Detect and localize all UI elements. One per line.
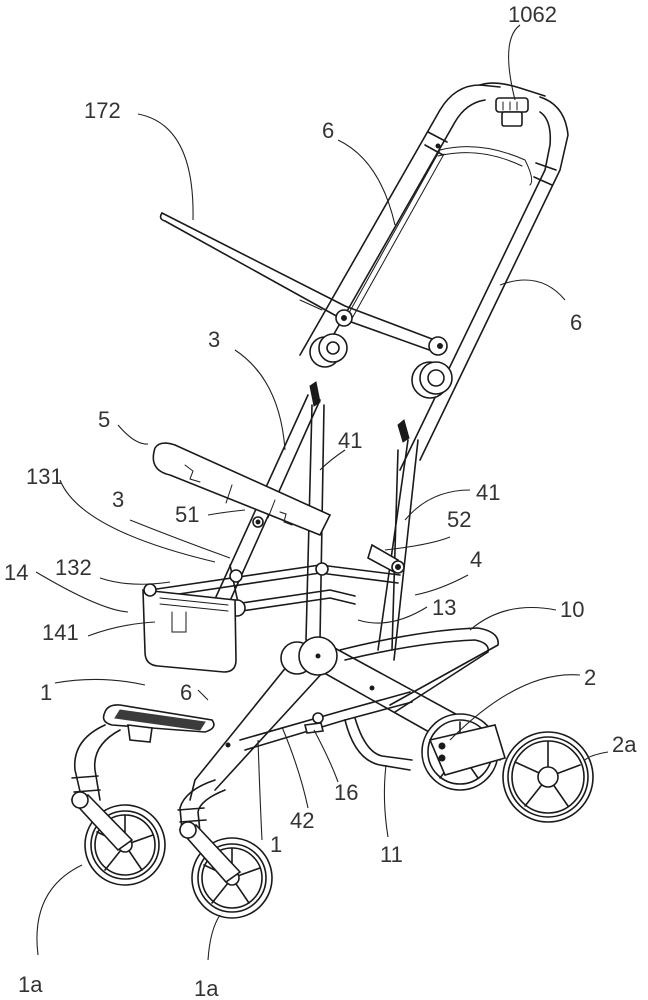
label-41-right: 41 bbox=[476, 480, 500, 505]
label-52: 52 bbox=[447, 507, 471, 532]
label-14: 14 bbox=[4, 560, 28, 585]
label-3-lower: 3 bbox=[112, 487, 124, 512]
label-42: 42 bbox=[290, 808, 314, 833]
joint-52 bbox=[367, 543, 405, 574]
handle-hinge-left bbox=[309, 309, 353, 407]
label-11: 11 bbox=[380, 842, 403, 867]
label-6-right: 6 bbox=[570, 310, 582, 335]
label-172: 172 bbox=[84, 98, 121, 123]
label-132: 132 bbox=[55, 555, 92, 580]
label-41-left: 41 bbox=[338, 428, 362, 453]
label-1a-right: 1a bbox=[194, 976, 219, 1000]
label-1-left: 1 bbox=[40, 680, 52, 705]
lower-link-42 bbox=[239, 691, 413, 751]
front-panel-14 bbox=[142, 583, 237, 673]
rear-foot-bar-11 bbox=[344, 717, 413, 771]
label-2a: 2a bbox=[612, 732, 637, 757]
handle-fold-button bbox=[495, 97, 529, 127]
label-5: 5 bbox=[98, 407, 110, 432]
label-1-mid: 1 bbox=[270, 832, 282, 857]
label-6-handle: 6 bbox=[322, 118, 334, 143]
rear-wheel-front bbox=[502, 731, 594, 823]
basket-frame-10 bbox=[339, 627, 499, 713]
label-51: 51 bbox=[175, 502, 199, 527]
rear-axle-hub bbox=[428, 724, 507, 776]
label-4: 4 bbox=[470, 547, 482, 572]
label-131: 131 bbox=[26, 464, 63, 489]
label-2: 2 bbox=[584, 665, 596, 690]
leader-lines bbox=[35, 24, 609, 961]
label-6-footrest: 6 bbox=[180, 680, 192, 705]
label-3-upper: 3 bbox=[208, 327, 220, 352]
front-wheel-left bbox=[70, 791, 166, 886]
footrest bbox=[102, 704, 215, 743]
canopy-rod bbox=[159, 212, 441, 353]
label-1a-left: 1a bbox=[18, 972, 43, 997]
reference-labels: 1062 172 6 6 3 5 41 41 131 3 51 52 132 1… bbox=[4, 2, 637, 1000]
label-16: 16 bbox=[334, 780, 358, 805]
label-1062: 1062 bbox=[508, 2, 557, 27]
push-handle-frame bbox=[299, 82, 569, 471]
front-wheel-right bbox=[178, 821, 273, 919]
label-13: 13 bbox=[432, 595, 456, 620]
front-forks bbox=[71, 724, 226, 833]
label-10: 10 bbox=[560, 597, 584, 622]
label-141: 141 bbox=[42, 620, 79, 645]
bumper-bar-5 bbox=[152, 442, 332, 537]
handle-hinge-right bbox=[397, 336, 453, 443]
